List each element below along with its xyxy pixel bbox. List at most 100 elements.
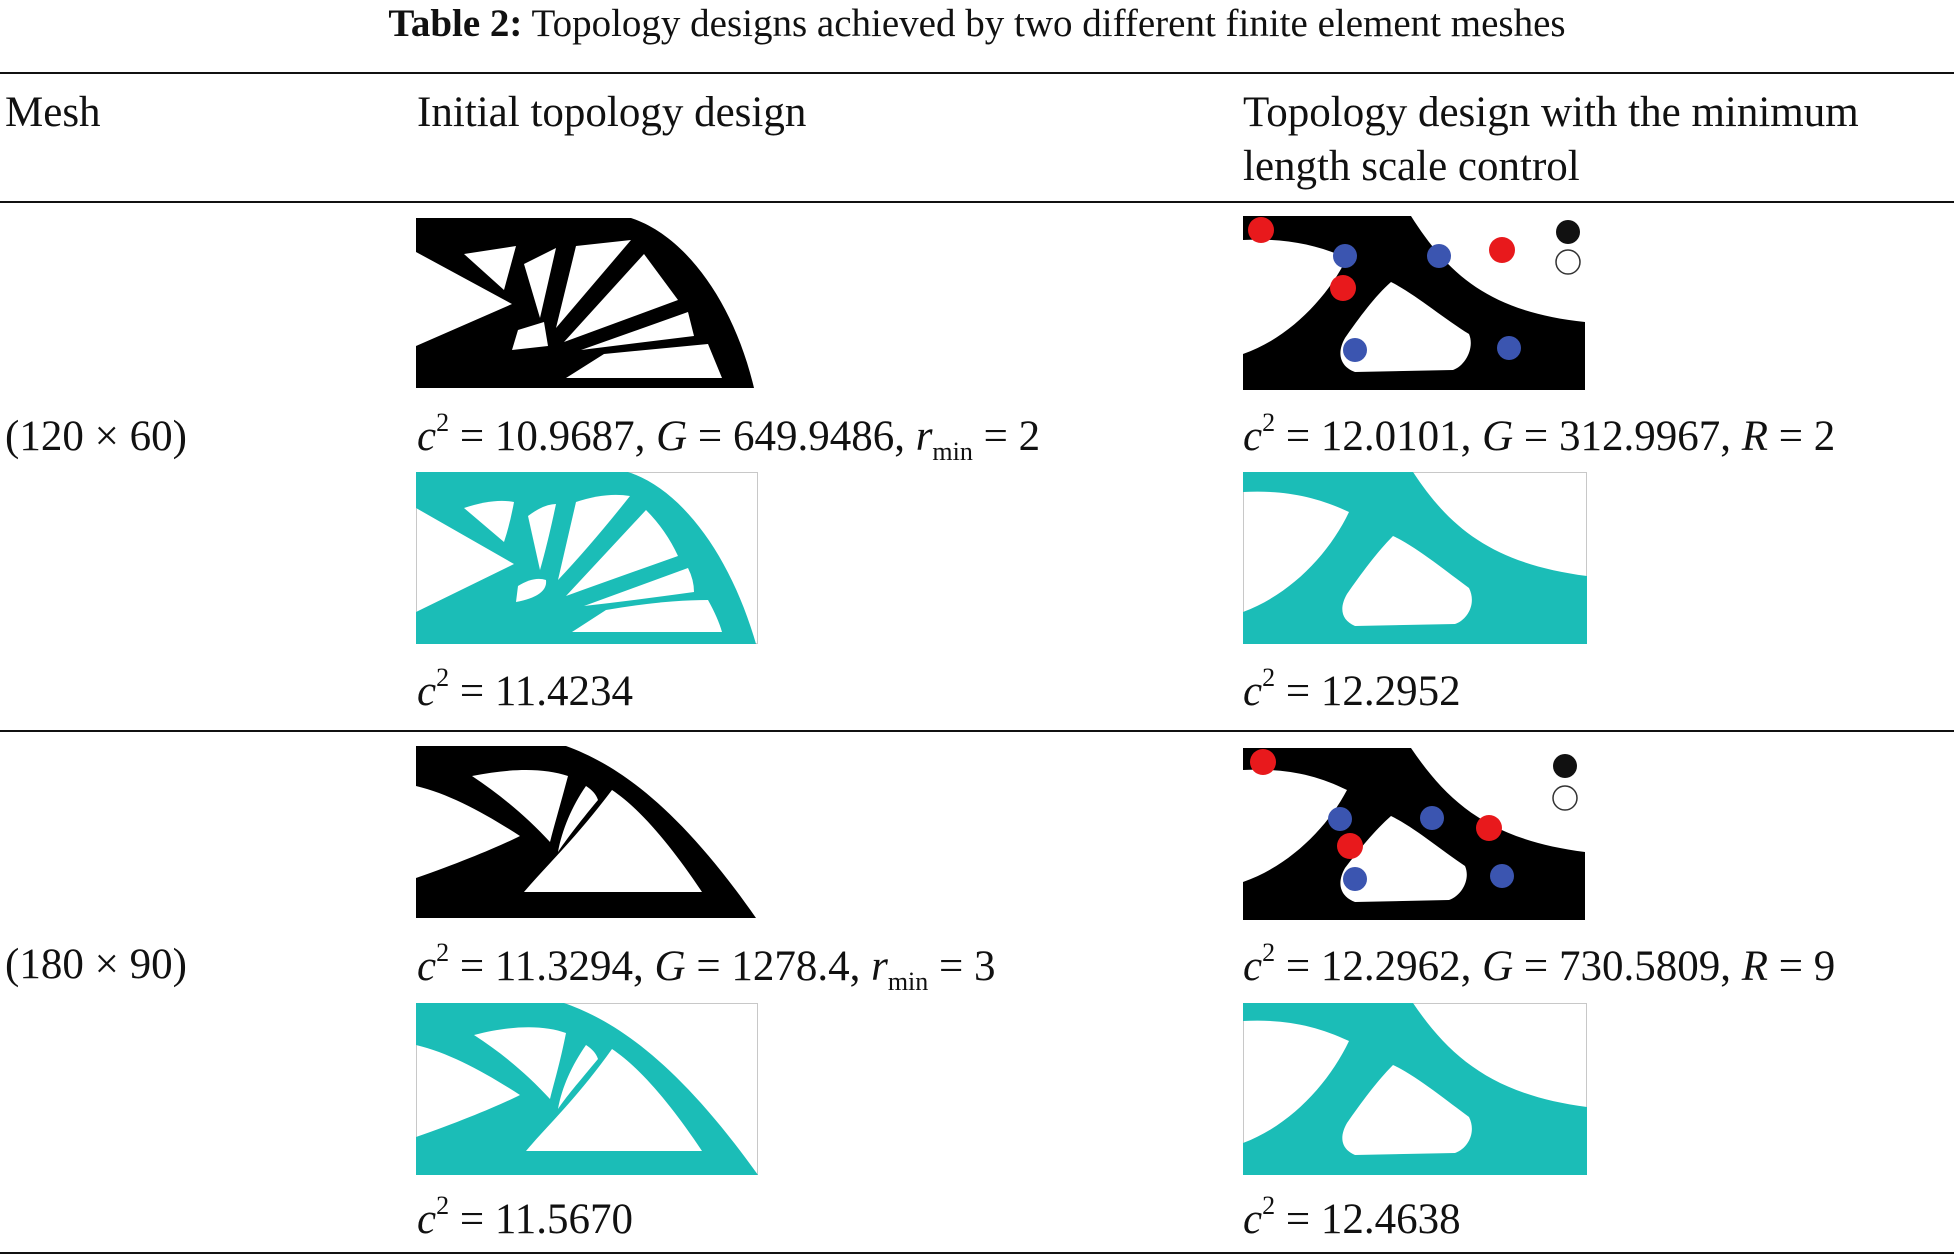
equals-sign: = — [449, 668, 495, 715]
g-symbol: G — [1482, 943, 1514, 990]
table-title: Topology designs achieved by two differe… — [531, 2, 1566, 45]
legend-black-dot — [1556, 220, 1580, 244]
controlled-smoothed-metric-row1: c2 = 12.2952 — [1243, 665, 1461, 717]
sq-superscript: 2 — [436, 663, 450, 692]
smoothed-c2-value: 11.4234 — [494, 668, 634, 715]
marker-blue-dot — [1333, 244, 1357, 268]
controlled-smoothed-row2 — [1243, 1003, 1587, 1175]
controlled-metrics-row2: c2 = 12.2962, G = 730.5809, R = 9 — [1243, 940, 1836, 992]
equals-sign: = — [1275, 668, 1321, 715]
marker-blue-dot — [1427, 244, 1451, 268]
c-symbol: c — [417, 943, 437, 990]
g-symbol: G — [1482, 413, 1514, 460]
comma: , — [633, 943, 655, 990]
marker-blue-dot — [1420, 806, 1444, 830]
smoothed-c2-value: 12.2952 — [1320, 668, 1461, 715]
table-label: Table 2: — [388, 2, 523, 45]
sq-superscript: 2 — [1262, 663, 1276, 692]
min-subscript: min — [887, 967, 929, 996]
r-value: 9 — [1813, 943, 1836, 990]
row-divider — [0, 730, 1954, 732]
smoothed-c2-value: 11.5670 — [494, 1196, 634, 1243]
c2-value: 11.3294 — [494, 943, 634, 990]
g-value: 649.9486 — [732, 413, 895, 460]
equals-sign: = — [972, 413, 1019, 460]
equals-sign: = — [449, 943, 495, 990]
equals-sign: = — [1275, 413, 1321, 460]
equals-sign: = — [1767, 943, 1814, 990]
legend-black-dot — [1553, 754, 1577, 778]
marker-blue-dot — [1497, 336, 1521, 360]
comma: , — [894, 413, 916, 460]
comma: , — [1460, 943, 1483, 990]
legend-white-dot — [1552, 785, 1578, 811]
marker-red-dot — [1489, 237, 1515, 263]
equals-sign: = — [1513, 413, 1559, 460]
r-symbol: R — [1741, 413, 1768, 460]
c-symbol: c — [1243, 1196, 1263, 1243]
header-mesh: Mesh — [5, 89, 101, 136]
initial-metrics-row2: c2 = 11.3294, G = 1278.4, rmin = 3 — [417, 940, 996, 995]
legend-white-dot — [1555, 249, 1581, 275]
header-controlled-line1: Topology design with the minimum — [1243, 89, 1859, 136]
c-symbol: c — [417, 668, 437, 715]
controlled-smoothed-metric-row2: c2 = 12.4638 — [1243, 1193, 1461, 1245]
c-symbol: c — [1243, 668, 1263, 715]
table-caption: Table 2: Topology designs achieved by tw… — [0, 0, 1954, 48]
initial-smoothed-metric-row2: c2 = 11.5670 — [417, 1193, 634, 1245]
c-symbol: c — [1243, 413, 1263, 460]
marker-blue-dot — [1328, 807, 1352, 831]
g-value: 730.5809 — [1558, 943, 1721, 990]
sq-superscript: 2 — [436, 1191, 450, 1220]
equals-sign: = — [687, 413, 733, 460]
c2-value: 10.9687 — [494, 413, 635, 460]
comma: , — [849, 943, 872, 990]
initial-smoothed-metric-row1: c2 = 11.4234 — [417, 665, 634, 717]
sq-superscript: 2 — [1262, 408, 1276, 437]
initial-smoothed-row2 — [416, 1003, 758, 1175]
mesh-label-row2: (180 × 90) — [5, 941, 187, 988]
equals-sign: = — [449, 413, 495, 460]
header-initial: Initial topology design — [417, 89, 807, 136]
initial-design-row2 — [416, 746, 756, 918]
rmin-value: 3 — [974, 943, 996, 990]
g-symbol: G — [656, 413, 688, 460]
comma: , — [1720, 943, 1742, 990]
initial-design-row1 — [416, 218, 754, 388]
r-value: 2 — [1813, 413, 1836, 460]
marker-blue-dot — [1343, 867, 1367, 891]
controlled-smoothed-row1 — [1243, 472, 1587, 644]
sq-superscript: 2 — [1262, 938, 1276, 967]
comma: , — [634, 413, 657, 460]
equals-sign: = — [1275, 1196, 1321, 1243]
comma: , — [1720, 413, 1742, 460]
c-symbol: c — [417, 1196, 437, 1243]
marker-red-dot — [1250, 749, 1276, 775]
marker-red-dot — [1337, 833, 1363, 859]
bottom-rule — [0, 1252, 1954, 1254]
marker-blue-dot — [1490, 864, 1514, 888]
sq-superscript: 2 — [436, 408, 450, 437]
top-rule — [0, 72, 1954, 74]
g-value: 1278.4 — [731, 943, 850, 990]
mesh-label-row1: (120 × 60) — [5, 413, 187, 460]
rmin-value: 2 — [1018, 413, 1041, 460]
sq-superscript: 2 — [1262, 1191, 1276, 1220]
c-symbol: c — [417, 413, 437, 460]
c2-value: 12.2962 — [1320, 943, 1461, 990]
controlled-design-row1 — [1243, 216, 1585, 390]
header-controlled: Topology design with the minimum length … — [1243, 86, 1859, 194]
smoothed-c2-value: 12.4638 — [1320, 1196, 1461, 1243]
r-symbol: r — [871, 943, 888, 990]
comma: , — [1460, 413, 1483, 460]
equals-sign: = — [449, 1196, 495, 1243]
c2-value: 12.0101 — [1320, 413, 1461, 460]
marker-red-dot — [1330, 275, 1356, 301]
equals-sign: = — [1767, 413, 1814, 460]
sq-superscript: 2 — [436, 938, 450, 967]
c-symbol: c — [1243, 943, 1263, 990]
equals-sign: = — [1275, 943, 1321, 990]
r-symbol: R — [1741, 943, 1768, 990]
min-subscript: min — [932, 437, 973, 466]
controlled-metrics-row1: c2 = 12.0101, G = 312.9967, R = 2 — [1243, 410, 1836, 462]
